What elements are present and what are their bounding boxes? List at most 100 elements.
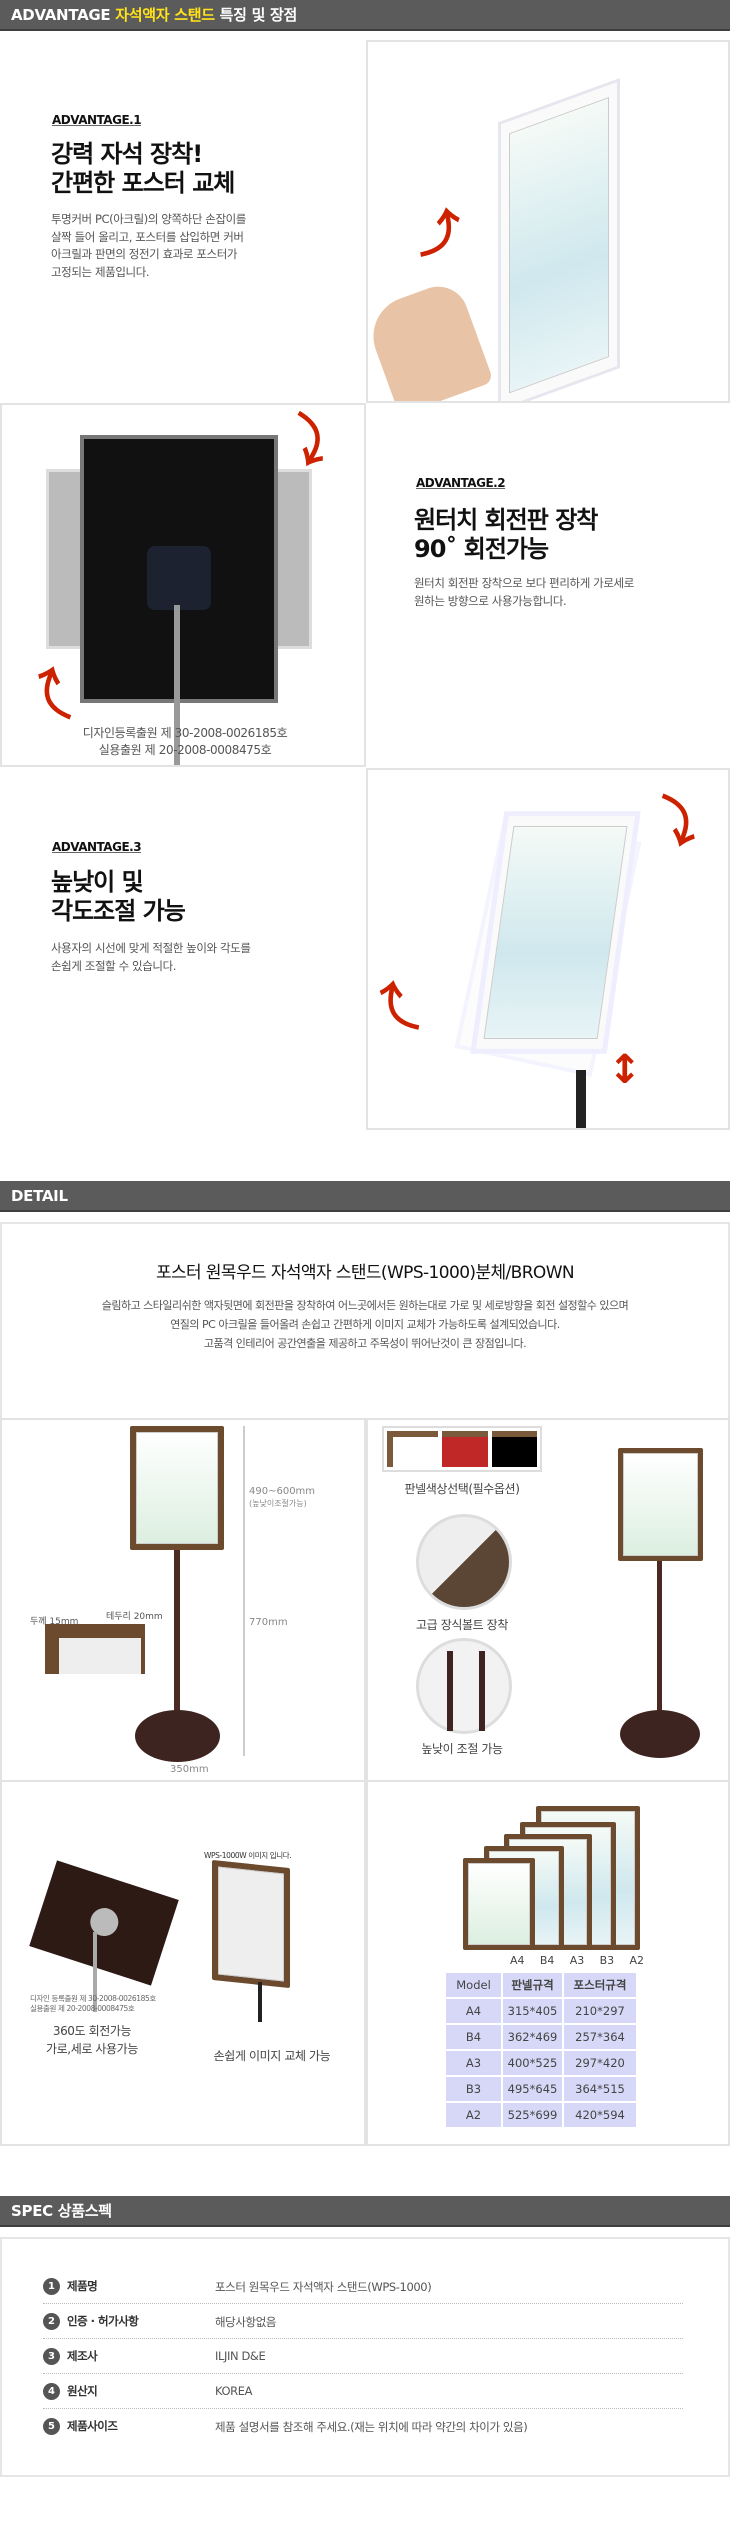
bolt-closeup xyxy=(416,1514,512,1610)
poster-replace-image: ⤴ xyxy=(366,40,730,403)
size-frame-a4 xyxy=(463,1858,535,1950)
rotation-plate xyxy=(147,546,211,610)
advantage-body: 원터치 회전판 장착으로 보다 편리하게 가로세로 원하는 방향으로 사용가능합… xyxy=(414,575,634,610)
table-cell: A3 xyxy=(446,2051,501,2075)
height-arrow-icon: ↕ xyxy=(608,1047,642,1093)
detail-description: 슬림하고 스타일리쉬한 액자뒷면에 회전판을 장착하여 어느곳에서든 원하는대로… xyxy=(0,1296,730,1353)
swatch-white xyxy=(387,1431,439,1467)
advantage-header: ADVANTAGE 자석액자 스탠드 특징 및 장점 xyxy=(0,0,730,31)
advantage-title: 원터치 회전판 장착 90˚ 회전가능 xyxy=(414,506,598,564)
table-header: Model xyxy=(446,1973,501,1997)
size-label: A2 xyxy=(629,1954,644,1967)
table-header-row: Model 판넬규격 포스터규격 xyxy=(446,1973,636,1997)
body-line: 원하는 방향으로 사용가능합니다. xyxy=(414,593,567,608)
poster xyxy=(509,97,609,394)
acrylic-frame xyxy=(470,811,641,1054)
spec-header: SPEC 상품스펙 xyxy=(0,2196,730,2227)
table-cell: 364*515 xyxy=(564,2077,636,2101)
angle-adjust-image: ⤵ ⤵ ↕ xyxy=(366,768,730,1130)
table-header: 판넬규격 xyxy=(503,1973,562,1997)
advantage-title: 높낮이 및 각도조절 가능 xyxy=(51,868,186,926)
pole xyxy=(479,1651,485,1731)
title-line: 강력 자석 장착! xyxy=(51,140,203,168)
replace-frame xyxy=(212,1859,290,1989)
patent-line: 실용출원 제 20-2008-0008475호 xyxy=(98,743,272,757)
dimension-line xyxy=(243,1426,245,1756)
rotation-panel: 디자인 등록출원 제 30-2008-0026185호 실용출원 제 20-20… xyxy=(0,1782,366,2146)
product-title: 포스터 원목우드 자석액자 스탠드(WPS-1000)분체/BROWN xyxy=(155,1263,575,1283)
advantage-tag: ADVANTAGE.1 xyxy=(52,113,142,127)
stand-base xyxy=(620,1710,700,1758)
spec-value: 제품 설명서를 참조해 주세요.(재는 위치에 따라 약간의 차이가 있음) xyxy=(215,2420,528,2434)
body-line: 원터치 회전판 장착으로 보다 편리하게 가로세로 xyxy=(414,576,634,590)
pole xyxy=(447,1651,453,1731)
rotation-patent: 디자인 등록출원 제 30-2008-0026185호 실용출원 제 20-20… xyxy=(30,1994,156,2014)
tilt-arrow-icon: ⤵ xyxy=(645,789,707,857)
spec-label: 인증 · 허가사항 xyxy=(67,2314,139,2328)
caption-line: 가로,세로 사용가능 xyxy=(46,2042,138,2056)
pole xyxy=(576,1070,586,1128)
pole xyxy=(657,1561,662,1731)
panel-color-label: 판넬색상선택(필수옵션) xyxy=(404,1482,520,1496)
patent-line: 디자인 등록출원 제 30-2008-0026185호 xyxy=(30,1994,156,2003)
swatch-black xyxy=(491,1431,537,1467)
stand-frame xyxy=(618,1448,703,1561)
pole xyxy=(258,1982,262,2022)
rotate-arrow-icon: ⤵ xyxy=(273,407,341,477)
poster-closeup xyxy=(59,1638,141,1674)
advantage-body: 투명커버 PC(아크릴)의 양쪽하단 손잡이를 살짝 들어 올리고, 포스터를 … xyxy=(51,211,246,281)
caption-line: 360도 회전가능 xyxy=(52,2024,132,2038)
spec-box xyxy=(0,2237,730,2477)
patent-line: 실용출원 제 20-2008-0008475호 xyxy=(30,2004,135,2013)
table-cell: 400*525 xyxy=(503,2051,562,2075)
body-line: 고정되는 제품입니다. xyxy=(51,264,150,279)
hand-image xyxy=(368,278,494,401)
spec-label: 제품사이즈 xyxy=(67,2419,118,2433)
size-label: A4 xyxy=(510,1954,525,1967)
poster xyxy=(483,826,628,1039)
rotation-image: ⤵ ⤵ 디자인등록출원 제 30-2008-0026185호 실용출원 제 20… xyxy=(0,403,366,767)
detail-header: DETAIL xyxy=(0,1181,730,1212)
features-panel: 판넬색상선택(필수옵션) 고급 장식볼트 장착 높낮이 조절 가능 xyxy=(366,1418,730,1782)
title-line: 90˚ 회전가능 xyxy=(414,535,549,563)
table-cell: 257*364 xyxy=(564,2025,636,2049)
advantage-title: 강력 자석 장착! 간편한 포스터 교체 xyxy=(51,140,235,198)
border-label: 테두리 20mm xyxy=(106,1612,163,1622)
number-badge: 1 xyxy=(43,2278,60,2295)
body-line: 투명커버 PC(아크릴)의 양쪽하단 손잡이를 xyxy=(51,212,246,226)
title-line: 원터치 회전판 장착 xyxy=(414,506,598,534)
poster xyxy=(218,1866,284,1982)
stand-frame xyxy=(130,1426,224,1550)
table-cell: B3 xyxy=(446,2077,501,2101)
base-width-label: 350mm xyxy=(170,1764,209,1775)
height-adjust-label: 높낮이 조절 가능 xyxy=(421,1742,503,1756)
advantage-tag: ADVANTAGE.2 xyxy=(416,476,506,490)
sizes-panel: A4 B4 A3 B3 A2 xyxy=(366,1782,730,2146)
spec-label: 원산지 xyxy=(67,2384,98,2398)
table-cell: 525*699 xyxy=(503,2103,562,2127)
table-cell: 297*420 xyxy=(564,2051,636,2075)
up-arrow-icon: ⤴ xyxy=(411,202,467,264)
table-cell: B4 xyxy=(446,2025,501,2049)
table-cell: A2 xyxy=(446,2103,501,2127)
size-label: A3 xyxy=(569,1954,585,1967)
number-badge: 3 xyxy=(43,2348,60,2365)
spec-value: KOREA xyxy=(215,2384,253,2398)
advantage-tag: ADVANTAGE.3 xyxy=(52,840,142,854)
body-line: 손쉽게 조절할 수 있습니다. xyxy=(51,958,177,973)
replace-note: WPS-1000W 이미지 입니다. xyxy=(204,1851,292,1860)
patent-line: 디자인등록출원 제 30-2008-0026185호 xyxy=(82,726,288,740)
tilt-arrow-icon: ⤵ xyxy=(373,972,429,1034)
table-cell: 495*645 xyxy=(503,2077,562,2101)
number-badge: 2 xyxy=(43,2313,60,2330)
pole xyxy=(174,1550,180,1730)
title-line: 높낮이 및 xyxy=(51,868,144,896)
number-badge: 4 xyxy=(43,2383,60,2400)
size-label: B3 xyxy=(599,1954,615,1967)
